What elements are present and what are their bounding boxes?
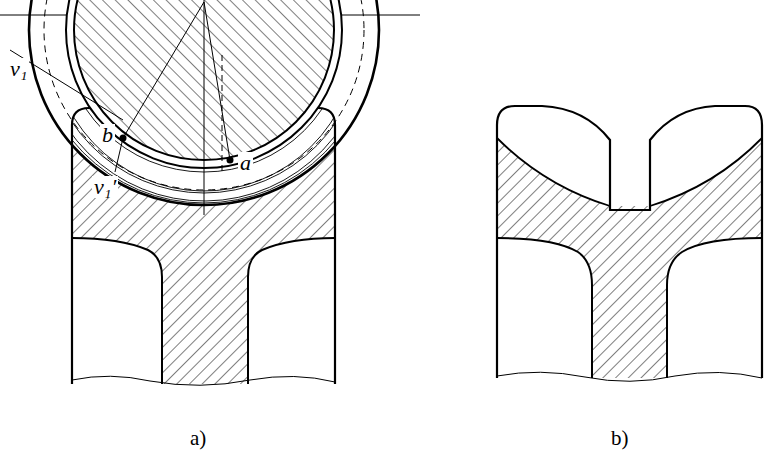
velocity-line <box>115 138 123 172</box>
velocity-label: v₁′ <box>92 176 118 198</box>
face-curve <box>650 138 762 206</box>
figure-a <box>0 0 420 385</box>
support-outline <box>497 106 762 378</box>
break-line <box>497 372 762 381</box>
pocket-outline <box>72 238 162 384</box>
point-label: a <box>238 152 253 174</box>
point-a <box>227 157 234 164</box>
velocity-label: v₁ <box>8 58 29 80</box>
point-label: b <box>100 124 115 146</box>
face-curve <box>497 138 610 206</box>
subfigure-label: b) <box>609 428 631 449</box>
radius-line <box>204 2 230 160</box>
center-line <box>204 0 205 215</box>
pocket-outline <box>497 238 592 378</box>
pocket-outline <box>667 238 762 378</box>
figure-b <box>497 106 762 381</box>
break-line <box>72 376 335 385</box>
radius-line <box>123 2 204 138</box>
point-b <box>120 135 127 142</box>
pocket-outline <box>248 238 335 384</box>
support-hatch <box>497 138 762 378</box>
subfigure-label: a) <box>188 428 208 449</box>
